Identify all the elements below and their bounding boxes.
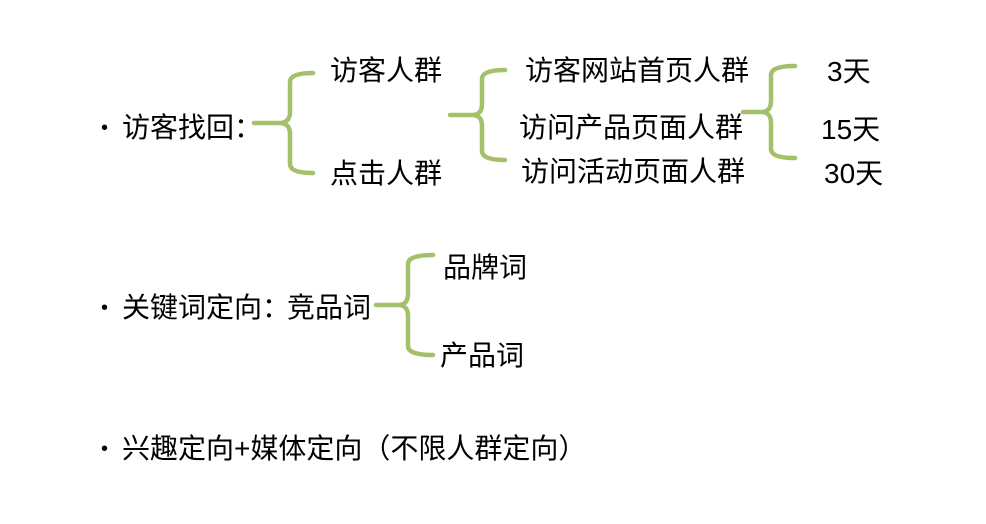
page-groups-brace-icon: [447, 67, 508, 163]
audience-visitor-group: 访客人群: [330, 55, 443, 86]
page-group-homepage: 访客网站首页人群: [525, 55, 750, 86]
visitor-retrieval-item: • 访客找回：: [101, 112, 262, 144]
bullet-icon: •: [101, 297, 109, 319]
duration-brace-icon: [740, 63, 798, 161]
interest-targeting-label: 兴趣定向+媒体定向（不限人群定向）: [122, 433, 587, 464]
keyword-brand-term: 品牌词: [443, 252, 528, 283]
duration-30-days: 30天: [824, 158, 884, 189]
bullet-icon: •: [101, 117, 109, 139]
keyword-brace-icon: [373, 252, 436, 358]
duration-15-days: 15天: [821, 114, 881, 145]
audience-click-group: 点击人群: [330, 158, 443, 189]
visitor-brace-icon: [251, 70, 316, 176]
bullet-icon: •: [101, 438, 109, 460]
page-group-product: 访问产品页面人群: [519, 112, 744, 143]
interest-targeting-item: • 兴趣定向+媒体定向（不限人群定向）: [101, 433, 586, 465]
keyword-targeting-item: • 关键词定向：: [101, 292, 290, 324]
keyword-product-term: 产品词: [440, 340, 525, 371]
visitor-retrieval-label: 访客找回：: [122, 112, 263, 143]
duration-3-days: 3天: [827, 56, 871, 87]
keyword-targeting-label: 关键词定向：: [122, 292, 291, 323]
keyword-competitor-term: 竞品词: [287, 292, 372, 323]
page-group-activity: 访问活动页面人群: [521, 156, 746, 187]
